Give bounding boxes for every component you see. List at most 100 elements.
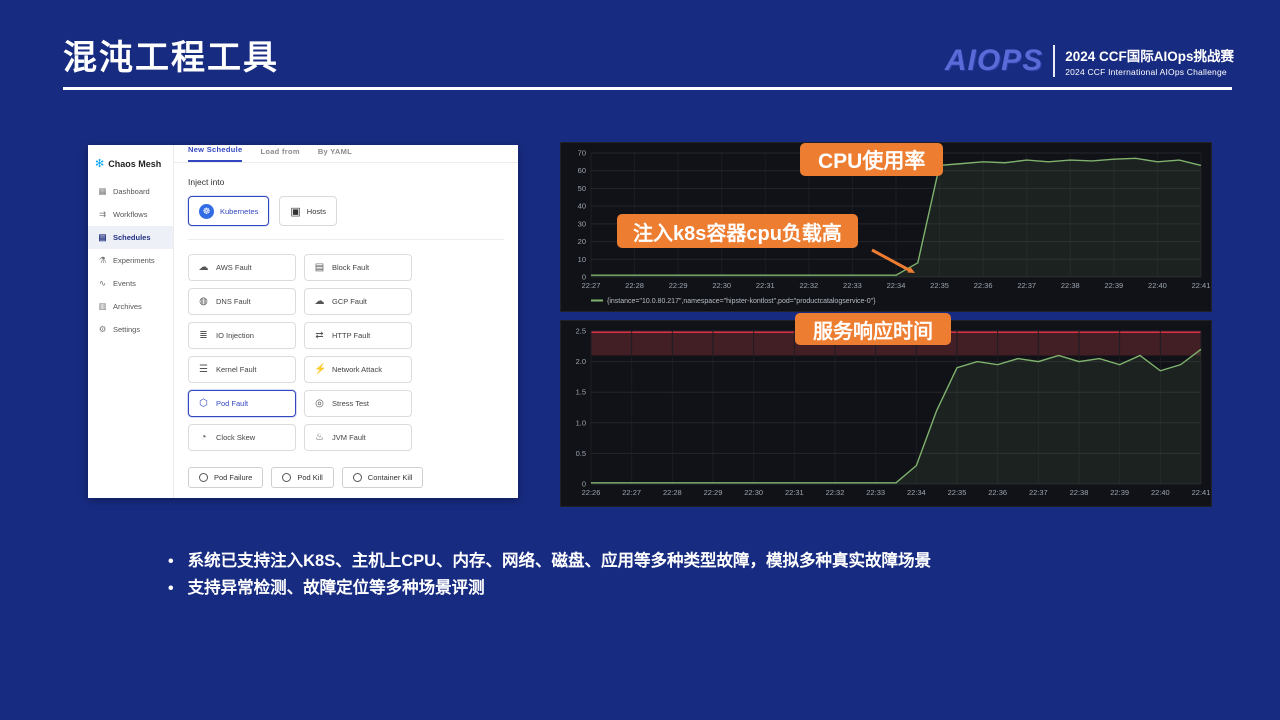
svg-text:22:35: 22:35 — [948, 488, 967, 497]
fault-label: IO Injection — [216, 331, 254, 340]
bullet-text: 系统已支持注入K8S、主机上CPU、内存、网络、磁盘、应用等多种类型故障，模拟多… — [187, 552, 932, 570]
svg-text:22:31: 22:31 — [785, 488, 804, 497]
fault-aws-button[interactable]: ☁ AWS Fault — [188, 254, 296, 281]
fault-dns-button[interactable]: ◍ DNS Fault — [188, 288, 296, 315]
bullet-item: • 系统已支持注入K8S、主机上CPU、内存、网络、磁盘、应用等多种类型故障，模… — [168, 548, 931, 575]
jvm-fault-icon: ♨ — [315, 432, 324, 443]
fault-label: HTTP Fault — [332, 331, 371, 340]
block-fault-icon: ▤ — [314, 262, 325, 273]
archives-icon: ▥ — [98, 301, 107, 311]
svg-text:22:41: 22:41 — [1192, 281, 1211, 290]
fault-label: Pod Fault — [216, 399, 249, 408]
fault-label: AWS Fault — [216, 263, 252, 272]
io-injection-icon: ≣ — [199, 330, 208, 341]
action-label: Pod Failure — [214, 473, 253, 482]
bullet-item: • 支持异常检测、故障定位等多种场景评测 — [168, 575, 931, 602]
fault-io-injection-button[interactable]: ≣ IO Injection — [188, 322, 296, 349]
fault-gcp-button[interactable]: ☁ GCP Fault — [304, 288, 412, 315]
radio-icon — [282, 473, 292, 482]
svg-text:70: 70 — [578, 149, 586, 158]
sidebar-item-archives[interactable]: ▥ Archives — [88, 295, 173, 318]
schedule-tabs: New Schedule Load from By YAML — [174, 145, 518, 163]
svg-text:50: 50 — [578, 184, 586, 193]
fault-network-attack-button[interactable]: ⚡ Network Attack — [304, 356, 412, 383]
experiments-icon: ⚗ — [98, 255, 107, 265]
svg-text:22:39: 22:39 — [1104, 281, 1123, 290]
target-label: Hosts — [306, 206, 326, 216]
gcp-fault-icon: ☁ — [314, 296, 325, 307]
target-hosts-button[interactable]: ▣ Hosts — [279, 196, 337, 226]
fault-pod-button[interactable]: ⬡ Pod Fault — [188, 390, 296, 417]
brand-title-cn: 2024 CCF国际AIOps挑战赛 — [1065, 49, 1234, 64]
cpu-usage-callout: CPU使用率 — [800, 143, 944, 176]
action-pod-failure-button[interactable]: Pod Failure — [188, 467, 264, 488]
chaos-mesh-logo-icon: ✻ — [95, 158, 105, 170]
svg-text:2.0: 2.0 — [576, 357, 586, 366]
svg-text:10: 10 — [578, 255, 586, 264]
page-title: 混沌工程工具 — [63, 39, 279, 77]
target-kubernetes-button[interactable]: ☸ Kubernetes — [188, 196, 270, 226]
kernel-fault-icon: ☰ — [199, 364, 208, 375]
svg-text:0.5: 0.5 — [576, 449, 586, 458]
target-selector: ☸ Kubernetes ▣ Hosts — [188, 196, 504, 226]
svg-text:22:37: 22:37 — [1029, 488, 1048, 497]
chaos-mesh-logo: ✻ Chaos Mesh — [88, 153, 173, 180]
pod-fault-icon: ⬡ — [199, 398, 208, 409]
svg-text:22:39: 22:39 — [1110, 488, 1129, 497]
fault-jvm-button[interactable]: ♨ JVM Fault — [304, 424, 412, 451]
stress-test-icon: ◎ — [315, 398, 324, 409]
sidebar-item-experiments[interactable]: ⚗ Experiments — [88, 249, 173, 272]
tab-load-from[interactable]: Load from — [260, 147, 300, 156]
svg-text:40: 40 — [578, 202, 586, 211]
inject-into-label: Inject into — [188, 177, 225, 187]
hosts-icon: ▣ — [290, 205, 301, 218]
sidebar-item-schedules[interactable]: ▤ Schedules — [88, 226, 173, 249]
pod-action-options: Pod Failure Pod Kill Container Kill — [188, 467, 504, 488]
fault-type-grid: ☁ AWS Fault ▤ Block Fault ◍ DNS Fault ☁ … — [188, 254, 504, 451]
svg-text:0: 0 — [582, 480, 586, 489]
svg-text:22:31: 22:31 — [756, 281, 775, 290]
tab-new-schedule[interactable]: New Schedule — [188, 145, 243, 162]
dns-fault-icon: ◍ — [199, 296, 208, 307]
annotation-arrow-icon — [871, 248, 915, 273]
fault-label: Stress Test — [332, 399, 369, 408]
svg-text:22:33: 22:33 — [843, 281, 862, 290]
sidebar-item-events[interactable]: ∿ Events — [88, 272, 173, 295]
sidebar-item-label: Schedules — [113, 233, 151, 242]
svg-text:22:36: 22:36 — [988, 488, 1007, 497]
target-label: Kubernetes — [220, 206, 259, 216]
svg-text:20: 20 — [578, 237, 586, 246]
fault-http-button[interactable]: ⇄ HTTP Fault — [304, 322, 412, 349]
workflows-icon: ⇉ — [98, 209, 107, 219]
svg-text:22:30: 22:30 — [712, 281, 731, 290]
svg-text:30: 30 — [578, 219, 586, 228]
action-container-kill-button[interactable]: Container Kill — [341, 467, 424, 488]
fault-stress-test-button[interactable]: ◎ Stress Test — [304, 390, 412, 417]
chaos-mesh-sidebar: ✻ Chaos Mesh ▦ Dashboard ⇉ Workflows ▤ S… — [88, 145, 174, 498]
svg-text:22:37: 22:37 — [1017, 281, 1036, 290]
sidebar-item-dashboard[interactable]: ▦ Dashboard — [88, 180, 173, 203]
fault-label: Kernel Fault — [216, 365, 257, 374]
sidebar-item-label: Archives — [113, 302, 142, 311]
fault-block-button[interactable]: ▤ Block Fault — [304, 254, 412, 281]
radio-icon — [352, 473, 362, 482]
action-pod-kill-button[interactable]: Pod Kill — [271, 467, 334, 488]
svg-text:22:32: 22:32 — [799, 281, 818, 290]
fault-label: JVM Fault — [332, 433, 366, 442]
fault-clock-skew-button[interactable]: ◔ Clock Skew — [188, 424, 296, 451]
inject-cpu-load-callout: 注入k8s容器cpu负载高 — [617, 214, 858, 248]
svg-text:60: 60 — [578, 166, 586, 175]
svg-text:2.5: 2.5 — [576, 327, 586, 336]
sidebar-item-workflows[interactable]: ⇉ Workflows — [88, 203, 173, 226]
sidebar-item-settings[interactable]: ⚙ Settings — [88, 318, 173, 341]
tab-by-yaml[interactable]: By YAML — [317, 147, 353, 156]
svg-text:22:30: 22:30 — [744, 488, 763, 497]
chaos-mesh-window: ✻ Chaos Mesh ▦ Dashboard ⇉ Workflows ▤ S… — [88, 145, 518, 498]
aws-fault-icon: ☁ — [198, 262, 209, 273]
http-fault-icon: ⇄ — [315, 330, 324, 341]
svg-text:22:28: 22:28 — [625, 281, 644, 290]
clock-skew-icon: ◔ — [200, 432, 207, 443]
title-underline — [63, 87, 1232, 90]
fault-kernel-button[interactable]: ☰ Kernel Fault — [188, 356, 296, 383]
